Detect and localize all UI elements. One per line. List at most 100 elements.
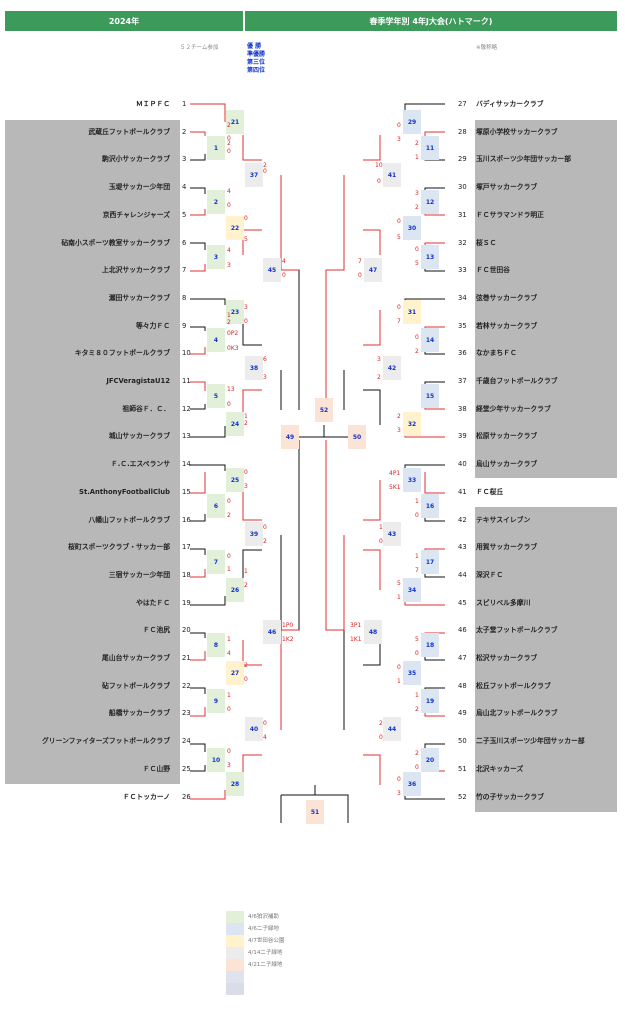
team-number: 32	[458, 238, 467, 247]
score: 5	[244, 236, 248, 243]
team-number: 39	[458, 432, 467, 441]
match-box: 23	[226, 300, 244, 324]
score: 0	[263, 720, 267, 727]
score: 2	[415, 706, 419, 713]
score: 1	[415, 154, 419, 161]
team-number: 52	[458, 792, 467, 801]
legend-swatch	[226, 983, 244, 995]
score: 3	[377, 356, 381, 363]
score: 0	[377, 178, 381, 185]
team-name: 上北沢サッカークラブ	[102, 266, 170, 275]
team-name: 尾山台サッカークラブ	[102, 654, 170, 662]
score: 3	[397, 427, 401, 434]
score: 4	[282, 258, 286, 265]
score: 2	[244, 582, 248, 589]
match-box: 50	[348, 425, 366, 449]
score: 2	[227, 319, 231, 326]
score: 6	[263, 356, 267, 363]
team-number: 9	[182, 321, 187, 330]
score: 1	[379, 524, 383, 531]
team-name: 太子堂フットボールクラブ	[476, 626, 558, 635]
score: 4	[227, 650, 231, 657]
team-number: 7	[182, 266, 187, 275]
score: 10	[375, 162, 383, 169]
team-name: 等々力ＦＣ	[136, 321, 170, 330]
team-name: 祖師谷Ｆ．Ｃ．	[122, 404, 170, 413]
team-number: 51	[458, 764, 467, 773]
score: 0	[227, 706, 231, 713]
score: 1	[415, 692, 419, 699]
team-number: 31	[458, 210, 467, 219]
score: 5	[397, 580, 401, 587]
score: 0	[282, 272, 286, 279]
score: 0	[379, 734, 383, 741]
score: 0	[415, 246, 419, 253]
match-box: 31	[403, 300, 421, 324]
score: 2	[227, 140, 231, 147]
score: 2	[379, 720, 383, 727]
score: 2	[397, 413, 401, 420]
team-name: 塚原小学校サッカークラブ	[476, 127, 558, 136]
score: 7	[358, 258, 362, 265]
team-number: 50	[458, 737, 467, 746]
match-box: 34	[403, 578, 421, 602]
score: 0	[358, 272, 362, 279]
score: 0	[244, 676, 248, 683]
legend-swatch	[226, 935, 244, 947]
team-name: 駒沢小サッカークラブ	[102, 155, 170, 164]
legend-label: 4/7世田谷公園	[248, 938, 285, 944]
score: 1K2	[282, 636, 294, 643]
team-number: 15	[182, 487, 191, 496]
right-grey-panel-top	[475, 120, 617, 478]
score: 2	[244, 662, 248, 669]
team-name: 三宿サッカー少年団	[108, 570, 170, 579]
year-header: 2024年	[5, 11, 243, 31]
team-name: ＦＣ世田谷	[476, 266, 510, 275]
team-name: 松沢サッカークラブ	[476, 654, 538, 662]
match-box: 18	[421, 633, 439, 657]
team-name: 二子玉川スポーツ少年団サッカー部	[476, 737, 585, 746]
legend-label: 4/6二子緑地	[248, 926, 279, 932]
score: 0	[415, 512, 419, 519]
legend-swatch	[226, 911, 244, 923]
legend-label: 4/14二子緑地	[248, 950, 283, 956]
match-box: 47	[364, 258, 382, 282]
score: 3	[244, 483, 248, 490]
score: 3	[227, 762, 231, 769]
score: 4	[227, 247, 231, 254]
team-number: 30	[458, 183, 467, 192]
team-number: 49	[458, 709, 467, 718]
score: 3	[397, 136, 401, 143]
team-number: 41	[458, 487, 467, 496]
match-box: 39	[245, 522, 263, 546]
score: 3	[397, 790, 401, 797]
team-number: 33	[458, 266, 467, 275]
match-box: 10	[207, 748, 225, 772]
team-name: 竹の子サッカークラブ	[476, 792, 544, 801]
match-box: 52	[315, 398, 333, 422]
award-1: 優 勝	[247, 43, 262, 50]
match-box: 41	[383, 163, 401, 187]
score: 0P2	[227, 330, 239, 337]
team-name: 砧南小スポーツ教室サッカークラブ	[61, 238, 170, 247]
team-number: 10	[182, 349, 191, 358]
score: 0	[263, 168, 267, 175]
score: 0	[227, 135, 231, 142]
score: 2	[377, 374, 381, 381]
match-box: 19	[421, 689, 439, 713]
score: 0	[227, 748, 231, 755]
match-box: 43	[383, 522, 401, 546]
match-box: 44	[383, 717, 401, 741]
team-name: 烏山北フットボールクラブ	[476, 709, 558, 718]
team-name: 八幡山フットボールクラブ	[88, 515, 170, 524]
team-name: 京西チャレンジャーズ	[102, 210, 170, 219]
score: 5	[397, 234, 401, 241]
team-name: やはたＦＣ	[136, 598, 170, 607]
score: 0	[244, 469, 248, 476]
team-name: JFCVeragistaU12	[106, 377, 170, 385]
team-number: 19	[182, 598, 191, 607]
team-number: 17	[182, 543, 191, 552]
team-number: 11	[182, 377, 191, 385]
score: 0	[397, 664, 401, 671]
score: 1	[415, 498, 419, 505]
